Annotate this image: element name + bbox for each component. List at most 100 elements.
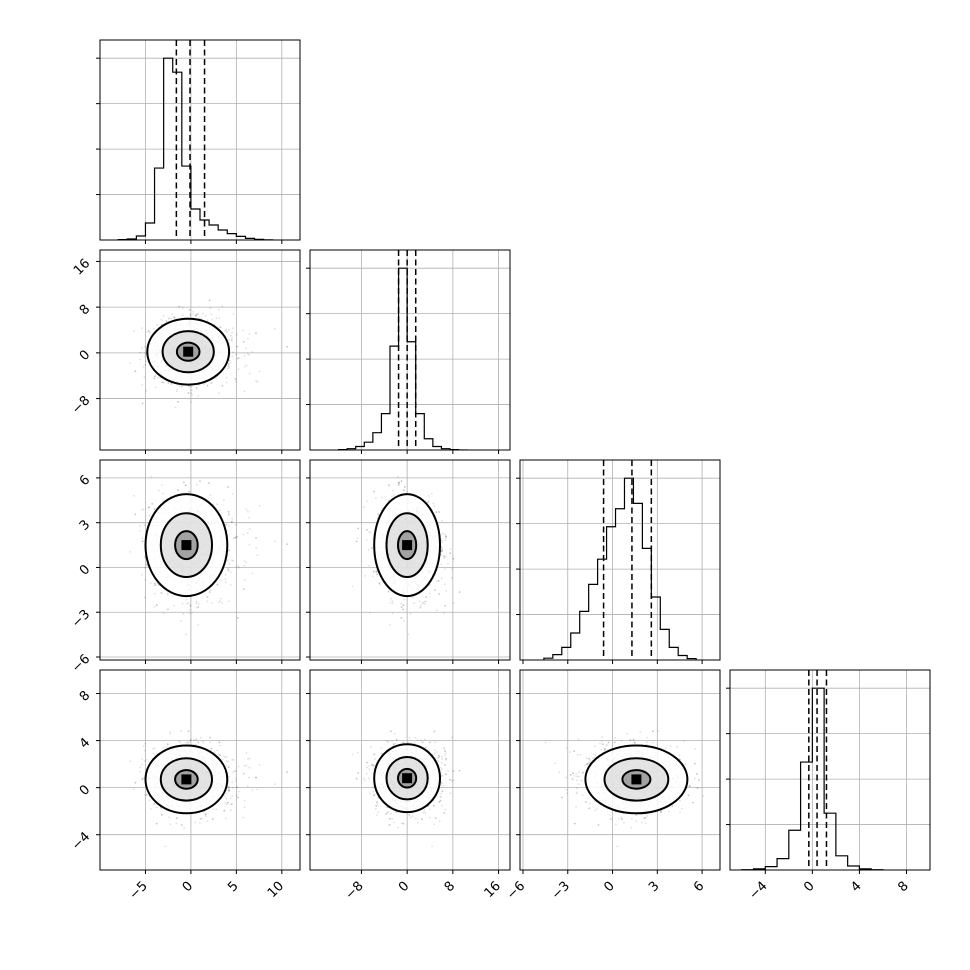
scatter-point [450,576,453,579]
scatter-point [237,357,239,360]
scatter-point [389,602,392,604]
scatter-point [160,381,163,384]
scatter-point [200,317,203,320]
scatter-point [436,580,438,582]
scatter-point [224,573,227,576]
scatter-point [210,313,213,316]
scatter-point [155,822,158,825]
scatter-point [230,521,233,523]
scatter-point [444,539,447,542]
scatter-point [151,503,154,505]
scatter-point [230,803,233,805]
scatter-point [144,360,147,363]
scatter-point [166,743,169,746]
scatter-point [134,781,137,784]
scatter-point [167,382,170,384]
scatter-point [243,578,246,581]
scatter-point [242,340,245,343]
scatter-point [351,585,354,588]
y-tick-label: 3 [77,517,93,533]
scatter-point [356,537,359,539]
scatter-point [148,514,151,517]
scatter-point [216,583,219,586]
scatter-point [357,527,360,530]
scatter-point [141,508,143,511]
scatter-panel-1-2 [306,459,511,664]
scatter-point [232,327,234,330]
scatter-point [141,777,144,780]
scatter-point [367,564,370,567]
scatter-point [273,327,276,330]
scatter-point [224,802,227,804]
scatter-point [201,740,204,743]
scatter-point [224,330,227,332]
scatter-point [232,537,235,540]
scatter-point [236,786,239,789]
scatter-point [229,584,232,586]
scatter-point [227,789,230,792]
scatter-point [231,336,234,339]
scatter-point [286,345,288,348]
scatter-point [226,559,229,562]
scatter-point [429,583,431,586]
scatter-point [151,503,154,505]
scatter-point [238,790,240,793]
scatter-point [243,390,246,393]
scatter-point [441,550,443,553]
scatter-point [255,380,257,382]
scatter-point [381,496,383,499]
scatter-point [420,604,423,607]
scatter-point [236,535,239,538]
scatter-point [402,608,404,611]
scatter-point [211,818,214,820]
scatter-point [232,560,235,562]
scatter-point [218,741,221,744]
scatter-point [409,612,412,615]
scatter-point [243,764,246,767]
scatter-point [225,797,228,800]
scatter-point [181,602,184,605]
scatter-point [286,543,288,545]
scatter-point [256,788,259,791]
scatter-point [366,500,368,503]
scatter-point [216,583,219,586]
scatter-point [206,596,209,598]
scatter-point [168,816,171,819]
scatter-point [227,486,229,488]
scatter-point [209,736,211,739]
scatter-point [458,591,461,593]
scatter-point [237,565,240,567]
scatter-point [231,758,234,761]
scatter-point [438,593,441,595]
y-tick-label: −6 [69,652,93,676]
scatter-point [208,591,211,593]
scatter-point [208,299,211,302]
scatter-point [419,606,422,608]
scatter-point [373,490,375,493]
scatter-point [153,582,156,585]
scatter-point [398,481,401,484]
scatter-point [391,600,394,602]
scatter-point [181,824,183,826]
scatter-point [146,331,148,333]
scatter-point [141,402,144,405]
scatter-point [256,554,259,557]
scatter-point [248,776,250,779]
scatter-point [375,570,378,573]
panel-frame [309,249,511,451]
scatter-point [176,390,178,393]
scatter-point [198,317,201,319]
scatter-point [234,378,237,380]
scatter-point [413,602,416,604]
scatter-point [165,320,168,323]
scatter-point [375,570,378,573]
scatter-point [237,617,239,619]
scatter-point [242,533,245,536]
scatter-point [247,510,249,513]
scatter-point [228,524,230,527]
scatter-point [419,607,421,609]
scatter-point [364,575,367,577]
scatter-point [440,563,443,566]
scatter-point [167,318,170,320]
